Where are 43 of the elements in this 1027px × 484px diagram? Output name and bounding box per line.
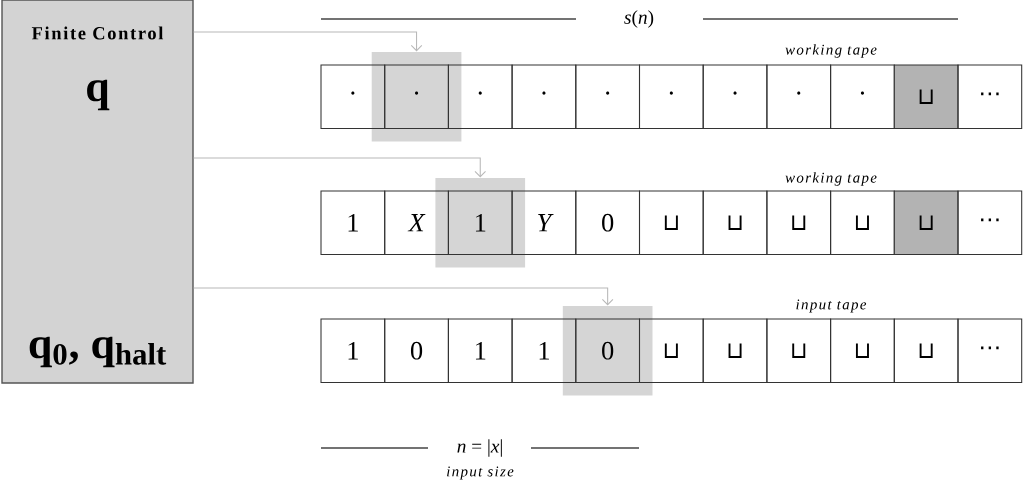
tape-cell: ·	[766, 64, 832, 129]
tape-cell: ⋯	[957, 64, 1023, 129]
arrow	[193, 287, 614, 306]
tape-label: input tape	[796, 299, 867, 313]
tape-cell: ⊔	[830, 318, 895, 383]
tape-cell: ⊔	[893, 64, 959, 129]
tape-label: working tape	[785, 44, 877, 58]
tape-cell: ⊔	[766, 318, 832, 383]
tape-cell: ·	[447, 64, 513, 129]
tape-cell: X	[384, 190, 449, 255]
tape-cell: 1	[511, 318, 577, 383]
arrow	[193, 157, 487, 178]
tape-cell: ⊔	[766, 190, 832, 255]
tape-cell: ⊔	[893, 190, 959, 255]
state-label: q$_{0}$, q$_{halt}$	[29, 336, 167, 368]
tape-cell: ⋯	[957, 190, 1023, 255]
heading: Finite Control	[31, 26, 164, 40]
tape-cell: Y	[511, 190, 577, 255]
tape-cell: 1	[447, 190, 513, 255]
tape-cell: ⋯	[957, 318, 1023, 383]
tape-cell: ⊔	[893, 318, 959, 383]
tape-cell: ⊔	[702, 318, 768, 383]
tape-label: working tape	[785, 172, 877, 186]
note-label: input size	[447, 466, 514, 480]
tape-cell: ·	[384, 64, 449, 129]
tape-cell: ⊔	[638, 318, 704, 383]
state-label: q	[87, 79, 110, 111]
dimension-label: s(n)	[624, 10, 654, 28]
tape-cell: ·	[320, 64, 386, 129]
tape-cell: 0	[384, 318, 449, 383]
tape-cell: 0	[575, 318, 641, 383]
arrow	[193, 31, 423, 52]
tape-cell: 0	[575, 190, 641, 255]
tape-cell: ⊔	[702, 190, 768, 255]
tape-cell: ·	[638, 64, 704, 129]
tape-cell: ·	[575, 64, 641, 129]
dimension-label: n = |x|	[457, 439, 502, 457]
tape-cell: ·	[702, 64, 768, 129]
tape-cell: ⊔	[638, 190, 704, 255]
tape-cell: 1	[320, 318, 386, 383]
tape-cell: 1	[320, 190, 386, 255]
tape-cell: ·	[511, 64, 577, 129]
tape-cell: 1	[447, 318, 513, 383]
